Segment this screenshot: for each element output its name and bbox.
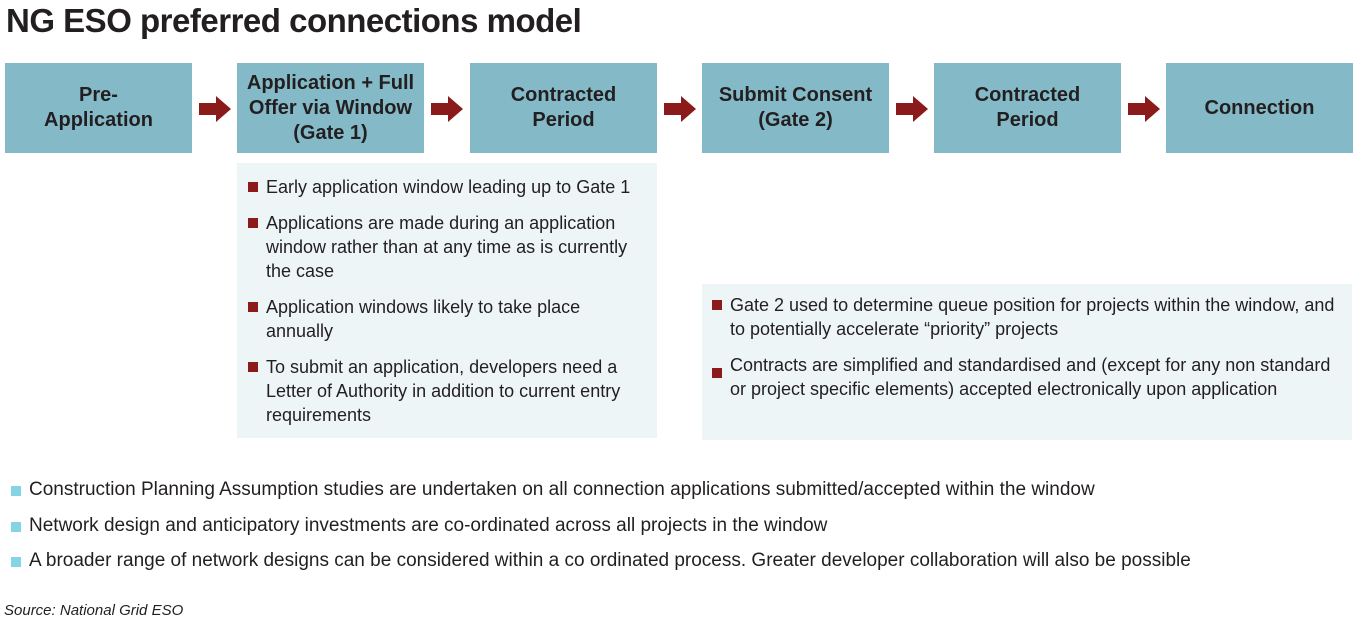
list-item: Gate 2 used to determine queue position … [703, 293, 1344, 341]
square-bullet-icon [248, 218, 258, 228]
square-bullet-icon [712, 368, 722, 378]
arrow-right-icon [199, 96, 231, 122]
step-submit-consent-gate-2: Submit Consent (Gate 2) [702, 63, 889, 153]
list-item: Application windows likely to take place… [239, 295, 651, 343]
arrow-right-icon [431, 96, 463, 122]
list-item: A broader range of network designs can b… [8, 549, 1191, 573]
list-item: Applications are made during an applicat… [239, 211, 651, 283]
square-bullet-icon [248, 182, 258, 192]
arrow-right-icon [664, 96, 696, 122]
source-caption: Source: National Grid ESO [4, 602, 184, 619]
step-pre-application: Pre- Application [5, 63, 192, 153]
step-application-gate-1: Application + Full Offer via Window (Gat… [237, 63, 424, 153]
square-bullet-icon [248, 362, 258, 372]
list-item: Construction Planning Assumption studies… [8, 478, 1191, 502]
square-bullet-icon [248, 302, 258, 312]
list-item: Early application window leading up to G… [239, 175, 651, 199]
square-bullet-icon [11, 486, 21, 496]
square-bullet-icon [11, 521, 21, 532]
square-bullet-icon [712, 300, 722, 310]
arrow-right-icon [1128, 96, 1160, 122]
arrow-right-icon [896, 96, 928, 122]
step-contracted-period-1: Contracted Period [470, 63, 657, 153]
step-connection: Connection [1166, 63, 1353, 153]
square-bullet-icon [11, 557, 21, 567]
gate-2-notes-panel: Gate 2 used to determine queue position … [702, 284, 1352, 440]
gate-1-notes-panel: Early application window leading up to G… [237, 163, 657, 438]
list-item: Network design and anticipatory investme… [8, 514, 1191, 538]
general-notes: Construction Planning Assumption studies… [8, 478, 1191, 585]
page-title: NG ESO preferred connections model [6, 2, 582, 39]
step-contracted-period-2: Contracted Period [934, 63, 1121, 153]
list-item: Contracts are simplified and standardise… [703, 353, 1344, 401]
list-item: To submit an application, developers nee… [239, 355, 651, 427]
